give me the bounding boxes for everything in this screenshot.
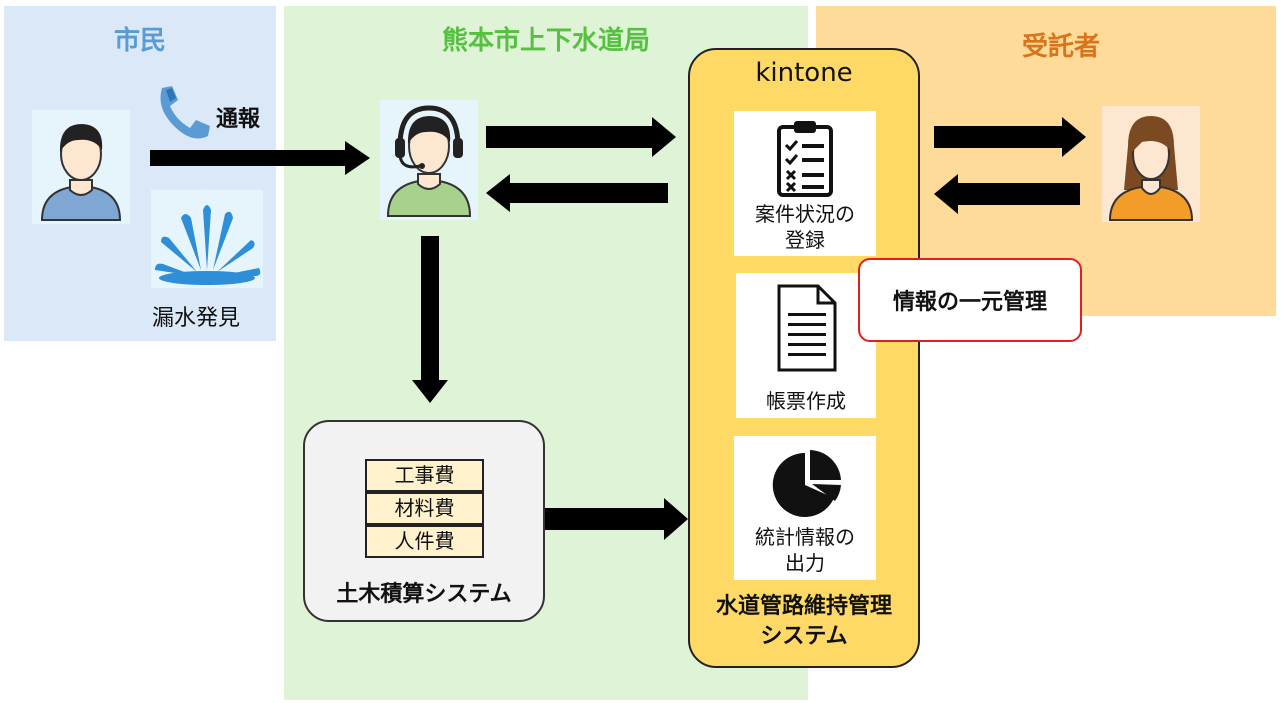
report-label: 通報 (216, 107, 261, 132)
kintone-card-form-creation: 帳票作成 (736, 273, 876, 418)
civil-estimation-system-label: 土木積算システム (336, 582, 512, 607)
arrow-citizen-to-operator (150, 141, 370, 175)
bureau-lane-title: 熊本市上下水道局 (441, 26, 650, 56)
kintone-title: kintone (755, 58, 853, 88)
contractor-person-icon (1102, 106, 1200, 222)
kintone-system-name: 水道管路維持管理 システム (688, 592, 920, 652)
unified-management-callout: 情報の一元管理 (858, 258, 1082, 342)
system-name-line2: システム (760, 624, 848, 649)
kintone-card-case-registration: 案件状況の 登録 (734, 111, 876, 256)
arrow-operator-to-civil-system (412, 236, 448, 403)
arrow-civil-system-to-kintone (545, 498, 688, 540)
cost-item: 材料費 (365, 492, 484, 525)
citizen-lane-title: 市民 (113, 26, 166, 56)
arrow-kintone-to-operator (486, 174, 668, 212)
cost-item: 人件費 (365, 525, 484, 558)
water-leak-icon (151, 190, 263, 288)
form-creation-label: 帳票作成 (766, 389, 846, 413)
citizen-person-icon (32, 110, 130, 224)
kintone-card-statistics: 統計情報の 出力 (734, 436, 876, 580)
arrow-contractor-to-kintone (934, 174, 1080, 214)
arrow-operator-to-kintone (486, 117, 676, 157)
phone-icon (152, 82, 212, 144)
statistics-line2: 出力 (785, 551, 825, 575)
case-registration-line1: 案件状況の (755, 202, 855, 226)
operator-headset-icon (380, 100, 478, 220)
contractor-lane-title: 受託者 (1021, 32, 1100, 62)
pie-chart-icon (772, 450, 841, 517)
cost-item: 工事費 (365, 459, 484, 492)
case-registration-line2: 登録 (785, 228, 825, 252)
arrow-kintone-to-contractor (934, 117, 1086, 157)
leak-discovery-label: 漏水発見 (152, 306, 241, 331)
system-name-line1: 水道管路維持管理 (715, 594, 892, 619)
checklist-clipboard-icon (777, 121, 833, 197)
document-icon (777, 284, 837, 372)
statistics-line1: 統計情報の (755, 525, 855, 549)
